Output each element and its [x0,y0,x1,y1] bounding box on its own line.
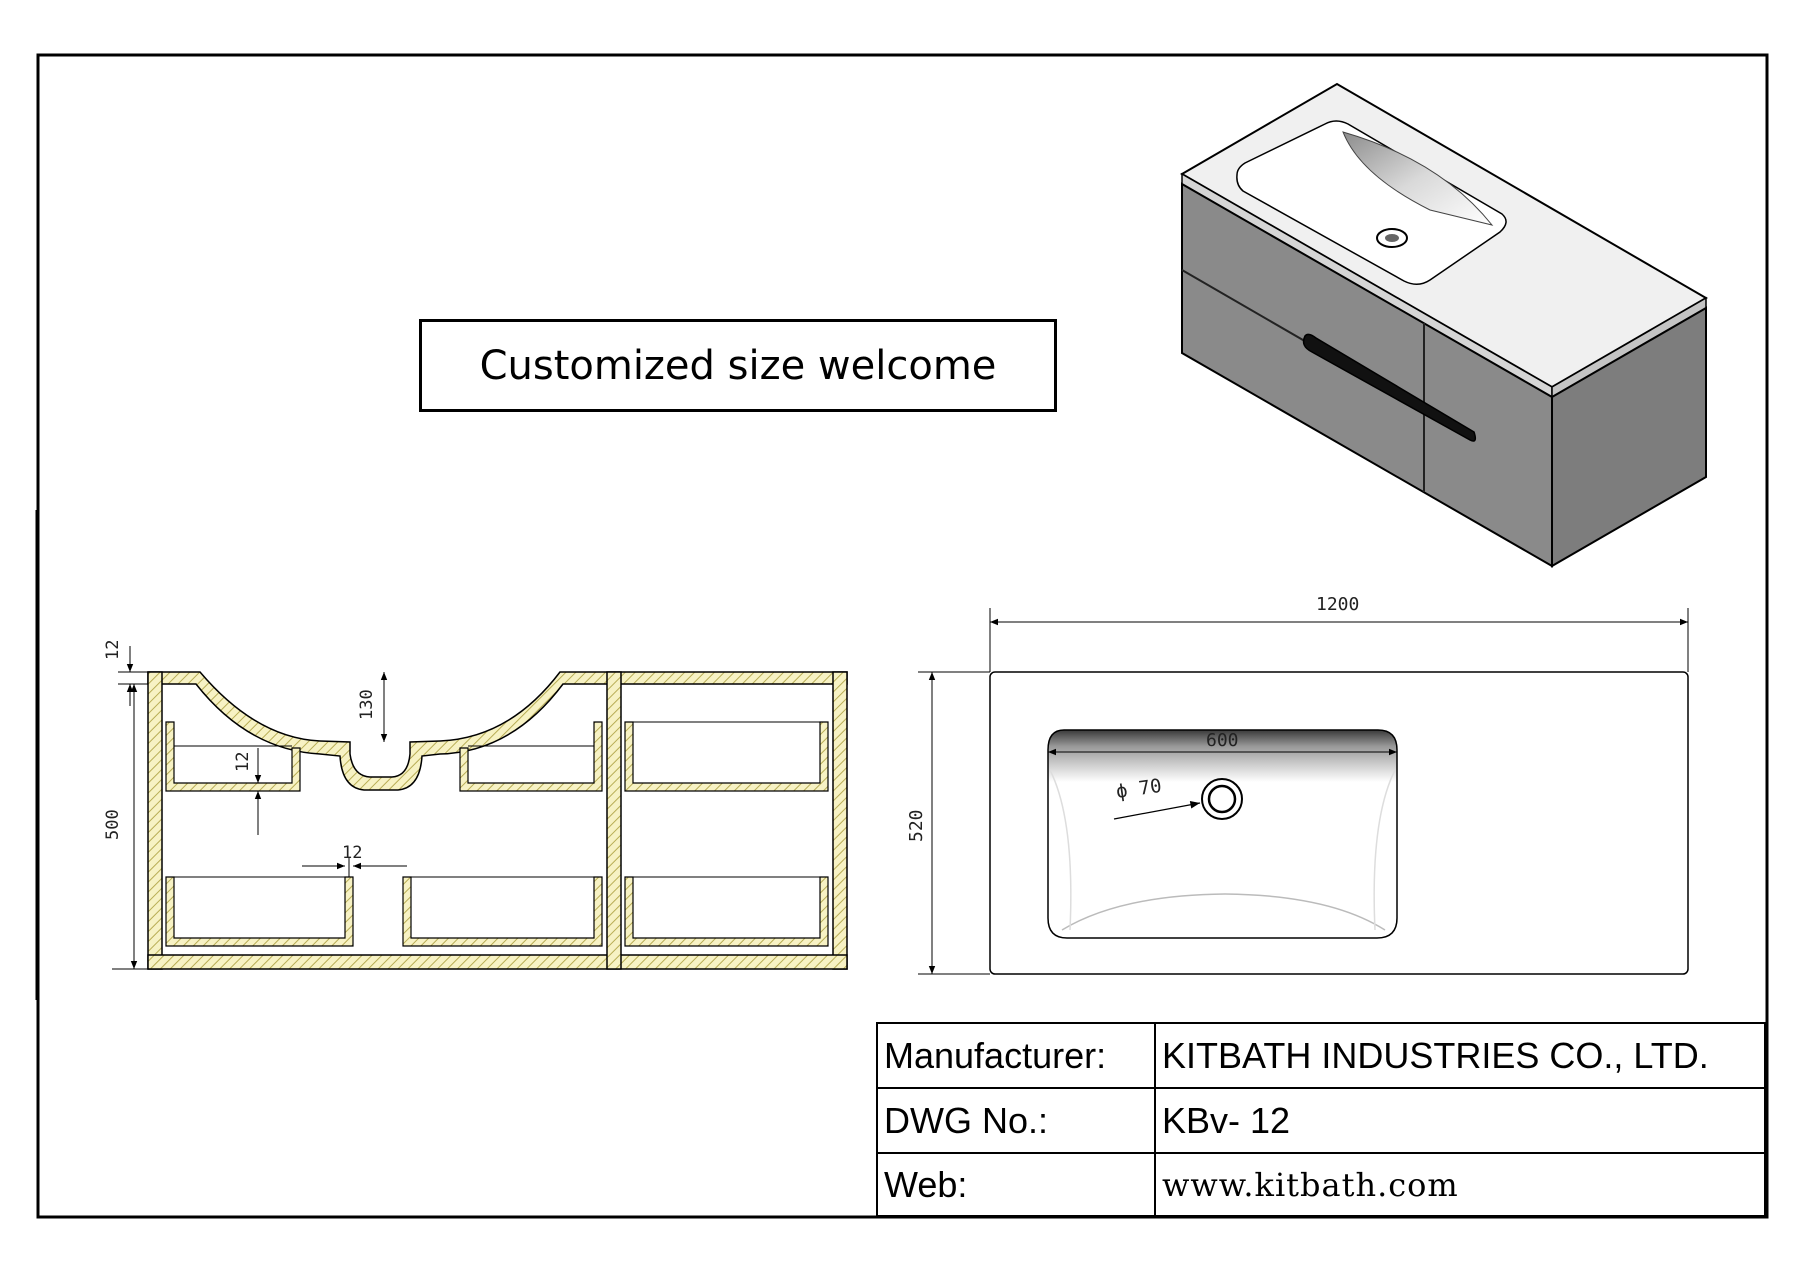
section-view: 12 500 130 12 12 [103,640,848,970]
title-block: Manufacturer: KITBATH INDUSTRIES CO., LT… [876,1022,1766,1217]
manufacturer-value: KITBATH INDUSTRIES CO., LTD. [1156,1024,1764,1089]
dim-panel-thickness: 12 [342,843,362,863]
isometric-view [1180,82,1708,568]
dim-bowl-width: 600 [1206,730,1239,751]
dwg-no-label: DWG No.: [878,1089,1156,1154]
dim-height: 500 [103,809,123,840]
dim-shelf-thickness: 12 [233,752,253,772]
dim-top-thickness: 12 [103,640,123,660]
dim-bowl-depth: 130 [357,689,377,720]
dim-depth: 520 [906,809,927,842]
web-label: Web: [878,1154,1156,1215]
plan-view: 1200 520 600 ϕ 70 [906,594,1689,975]
dim-width: 1200 [1316,594,1359,615]
manufacturer-label: Manufacturer: [878,1024,1156,1089]
customized-size-callout: Customized size welcome [419,319,1057,412]
web-value: www.kitbath.com [1162,1165,1459,1204]
dwg-no-value: KBv- 12 [1156,1089,1764,1154]
